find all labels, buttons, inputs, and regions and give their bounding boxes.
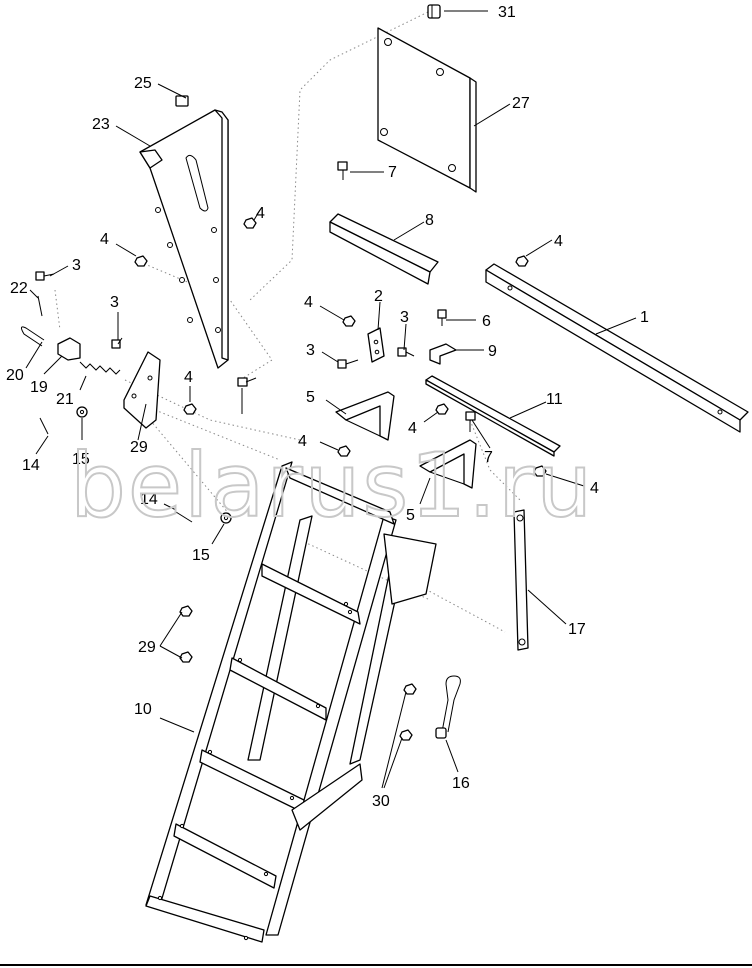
callout-25: 25 — [134, 75, 152, 92]
part-27-bracket — [123, 351, 161, 429]
callout-27: 29 — [130, 439, 148, 456]
fastener-bolts — [35, 161, 476, 432]
callout-7-top: 7 — [388, 164, 397, 181]
callout-16: 16 — [452, 775, 470, 792]
part-5-bracket-lower — [419, 439, 477, 489]
callout-3-left: 3 — [110, 294, 119, 311]
callout-4-far-right: 4 — [590, 480, 599, 497]
part-8-angle-bar — [329, 213, 439, 285]
part-9-strip — [425, 375, 561, 457]
callout-19: 19 — [30, 379, 48, 396]
callout-8: 8 — [425, 212, 434, 229]
callout-4-left: 4 — [100, 231, 109, 248]
callout-15-left: 15 — [72, 451, 90, 468]
callout-10: 9 — [488, 343, 497, 360]
leader-lines — [25, 10, 637, 789]
callout-20: 20 — [6, 367, 24, 384]
callout-7-right: 7 — [484, 449, 493, 466]
callout-29-lower: 30 — [372, 793, 390, 810]
callout-29-upper: 29 — [138, 639, 156, 656]
callout-3-upper-left: 3 — [72, 257, 81, 274]
part-19-bracket — [57, 337, 81, 361]
watermark-text: belarus1.ru — [70, 434, 594, 537]
callout-22: 21 — [56, 391, 74, 408]
part-2-bracket — [367, 327, 385, 363]
callout-3-right: 3 — [400, 309, 409, 326]
callout-4-mid: 4 — [298, 433, 307, 450]
callout-4-channel: 4 — [554, 233, 563, 250]
callout-1: 1 — [640, 309, 649, 326]
part-15-washer-left — [76, 406, 88, 418]
callout-15-center: 15 — [192, 547, 210, 564]
part-5-bracket-upper — [335, 391, 395, 441]
callout-28: 27 — [512, 95, 530, 112]
callout-21: 22 — [10, 280, 28, 297]
part-11-ladder — [145, 461, 437, 943]
callout-14-center: 14 — [140, 491, 158, 508]
fastener-nuts — [134, 217, 547, 741]
part-14-pin-center — [175, 511, 193, 523]
part-30-clip — [427, 4, 441, 19]
callout-4-center: 4 — [304, 294, 313, 311]
callout-5-upper: 5 — [306, 389, 315, 406]
assembly-guide-lines — [54, 11, 521, 633]
part-10-clip-bracket — [429, 343, 457, 365]
callout-30: 31 — [498, 4, 516, 21]
callout-11: 10 — [134, 701, 152, 718]
part-1-channel — [485, 263, 749, 433]
callout-5-lower: 5 — [406, 507, 415, 524]
part-20-pin — [20, 326, 45, 347]
part-15-washer-center — [220, 512, 232, 524]
callout-14-left: 14 — [22, 457, 40, 474]
callout-2: 2 — [374, 288, 383, 305]
part-16-rod — [435, 675, 461, 739]
part-21-pin — [37, 295, 43, 317]
callout-23: 23 — [92, 116, 110, 133]
callout-3-center: 3 — [306, 342, 315, 359]
callout-4-mid-right: 4 — [408, 420, 417, 437]
callout-4-mid-left: 4 — [184, 369, 193, 386]
callout-9: 11 — [546, 391, 563, 408]
callout-4-top: 4 — [256, 205, 265, 222]
callout-labels: 31 27 25 23 7 8 4 4 4 3 22 3 4 2 3 6 1 3… — [6, 4, 649, 810]
callout-6: 6 — [482, 313, 491, 330]
part-28-panel — [377, 27, 477, 193]
part-17-link — [513, 509, 529, 651]
callout-17: 17 — [568, 621, 586, 638]
part-22-spring — [79, 361, 121, 375]
part-14-pin-left — [39, 417, 49, 435]
part-25-block — [175, 95, 189, 107]
part-23-side-plate — [139, 109, 229, 369]
